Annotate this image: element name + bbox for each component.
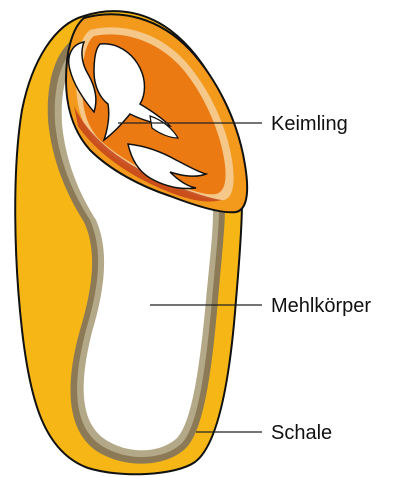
- label-endosperm: Mehlkörper: [271, 295, 371, 317]
- label-embryo: Keimling: [271, 113, 348, 135]
- label-hull: Schale: [271, 422, 332, 444]
